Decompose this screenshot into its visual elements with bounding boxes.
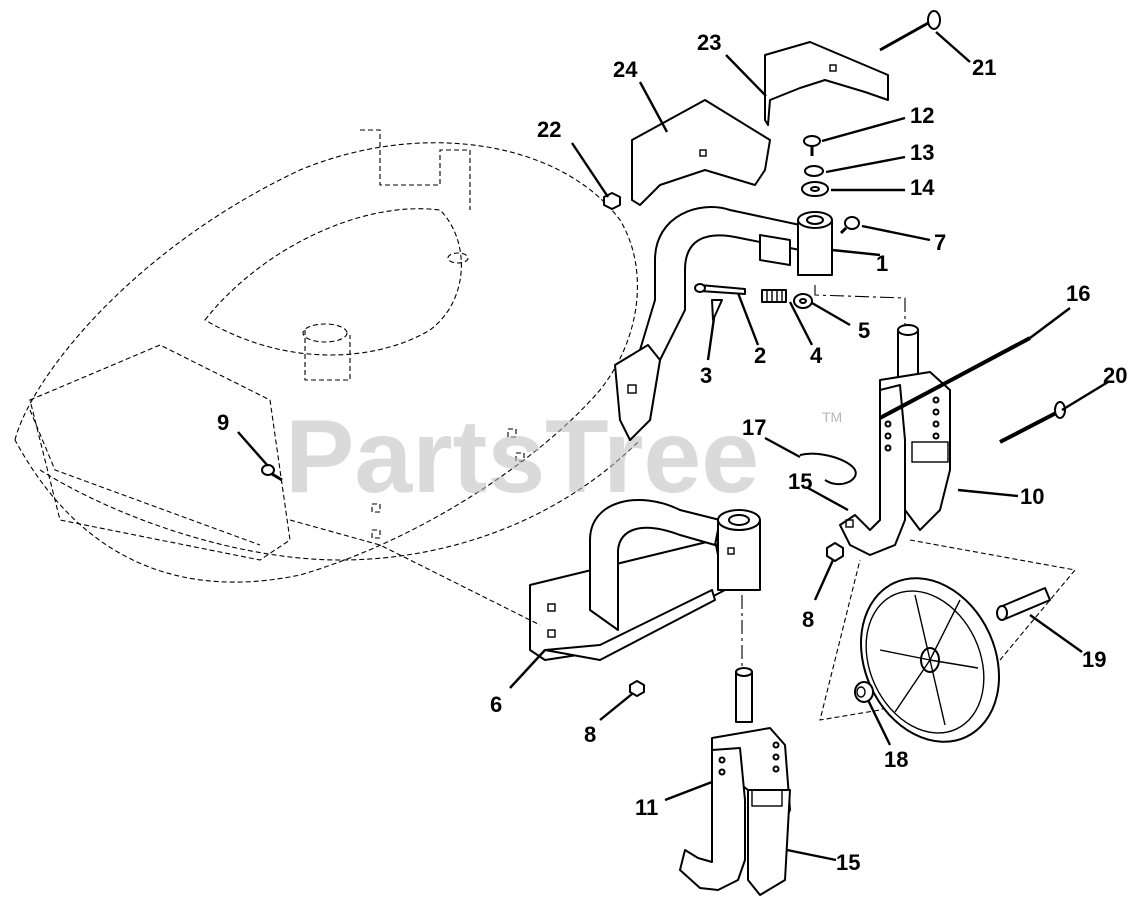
- part-7-knob: [839, 216, 860, 235]
- part-20-bolt: [999, 401, 1066, 444]
- part-9-bolt: [261, 464, 283, 482]
- callout-11: 11: [635, 795, 658, 820]
- part-1-bushing: [797, 211, 833, 276]
- callout-8b: 8: [584, 722, 596, 747]
- callout-2: 2: [754, 343, 766, 368]
- callout-15a: 15: [788, 469, 812, 494]
- height-adjust-arm: [614, 206, 801, 441]
- callout-20: 20: [1103, 363, 1127, 388]
- part-18-bushing: [854, 681, 874, 703]
- part-3-clip: [711, 299, 723, 321]
- part-14-washer: [801, 181, 829, 197]
- trademark-mark: TM: [822, 409, 842, 425]
- part-6-front-arm: [529, 499, 761, 661]
- part-21-bolt: [879, 10, 941, 52]
- part-23-bracket: [764, 41, 889, 126]
- callout-13: 13: [910, 140, 934, 165]
- callout-14: 14: [910, 175, 935, 200]
- callout-19: 19: [1082, 647, 1106, 672]
- callout-7: 7: [934, 230, 946, 255]
- mower-deck: [14, 129, 641, 583]
- part-11-wheel-bracket: [679, 667, 791, 896]
- callout-17: 17: [742, 415, 766, 440]
- part-8-nut-upper: [826, 542, 844, 562]
- assembly-line-wheel: [819, 539, 1077, 721]
- wheel: [860, 577, 1000, 743]
- part-16-axle-bolt: [879, 336, 1031, 420]
- callout-18: 18: [884, 747, 908, 772]
- callout-12: 12: [910, 103, 934, 128]
- part-2-pin: [694, 283, 746, 295]
- part-4-spring: [761, 289, 787, 303]
- part-12-screw: [803, 135, 821, 156]
- callout-15b: 15: [836, 850, 860, 875]
- part-19-spacer: [996, 587, 1051, 621]
- callout-24: 24: [613, 57, 638, 82]
- callout-9: 9: [217, 410, 229, 435]
- part-5-washer: [793, 293, 813, 309]
- callout-23: 23: [697, 30, 721, 55]
- callout-4: 4: [810, 343, 823, 368]
- callout-10: 10: [1020, 484, 1044, 509]
- callout-5: 5: [858, 318, 870, 343]
- callout-16: 16: [1066, 281, 1090, 306]
- leader-lines: [237, 31, 1109, 862]
- part-17-hair-clip: [799, 452, 857, 486]
- watermark: PartsTree: [285, 399, 759, 515]
- callout-3: 3: [700, 363, 712, 388]
- callout-8a: 8: [802, 607, 814, 632]
- part-10-wheel-bracket: [814, 285, 951, 556]
- part-8-nut-lower: [629, 680, 645, 697]
- callout-1: 1: [876, 251, 888, 276]
- callout-6: 6: [490, 692, 502, 717]
- assembly-line-deck: [289, 519, 541, 626]
- callout-22: 22: [537, 117, 561, 142]
- callout-21: 21: [972, 55, 996, 80]
- part-13-lockwasher: [804, 165, 824, 177]
- part-24-bracket: [631, 99, 771, 206]
